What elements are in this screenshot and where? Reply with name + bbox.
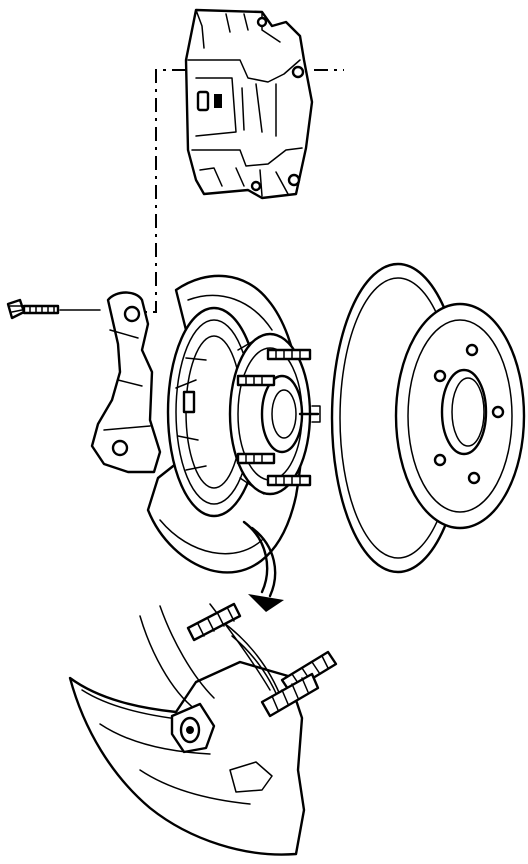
wheel-studs bbox=[236, 348, 312, 487]
wheel-stud bbox=[236, 452, 276, 465]
bolt-alignment-line bbox=[138, 69, 186, 313]
hub-bearing-assembly bbox=[166, 306, 321, 518]
wheel-stud bbox=[266, 348, 312, 361]
caliper-mounting-bolt bbox=[6, 298, 101, 320]
detail-view-hub-studs bbox=[68, 602, 338, 856]
wheel-stud bbox=[266, 474, 312, 487]
detail-arrow bbox=[242, 520, 284, 612]
steering-knuckle bbox=[90, 291, 162, 474]
brake-caliper bbox=[184, 8, 314, 200]
detail-wheel-stud bbox=[186, 602, 242, 642]
brake-rotor bbox=[330, 262, 526, 574]
detail-wheel-stud bbox=[260, 672, 320, 718]
wheel-stud bbox=[236, 374, 276, 387]
